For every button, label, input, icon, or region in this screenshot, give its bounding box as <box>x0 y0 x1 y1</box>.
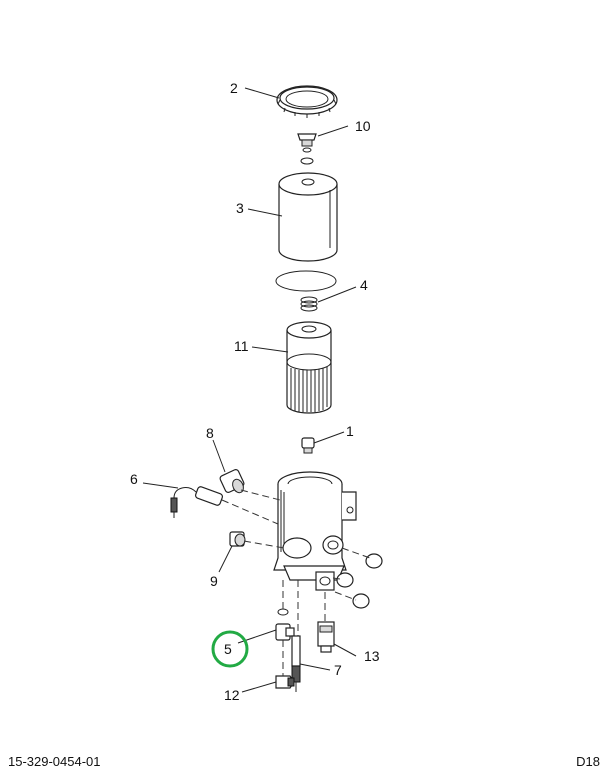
highlight-ring-callout-5 <box>211 630 249 668</box>
callout-10[interactable]: 10 <box>355 118 371 134</box>
document-number: 15-329-0454-01 <box>8 754 101 769</box>
part-4-seal-ring[interactable] <box>275 270 337 312</box>
part-11-filter-element[interactable] <box>286 321 332 414</box>
part-13-sensor[interactable] <box>317 621 335 653</box>
callout-2[interactable]: 2 <box>230 80 238 96</box>
part-12-connector[interactable] <box>275 675 295 689</box>
part-8-fitting[interactable] <box>219 469 245 495</box>
part-6-sensor-cable[interactable] <box>170 486 224 518</box>
callout-12[interactable]: 12 <box>224 687 240 703</box>
part-10-vent-plug[interactable] <box>297 133 317 165</box>
part-3-filter-canister[interactable] <box>278 172 338 262</box>
callout-5[interactable]: 5 <box>224 641 232 657</box>
housing-plugs <box>336 553 383 609</box>
part-7-heater-probe[interactable] <box>291 635 301 692</box>
sheet-id: D18 <box>576 754 600 769</box>
callout-4[interactable]: 4 <box>360 277 368 293</box>
filter-housing <box>273 471 357 591</box>
leader-lines <box>142 87 357 693</box>
callout-13[interactable]: 13 <box>364 648 380 664</box>
callout-8[interactable]: 8 <box>206 425 214 441</box>
callout-6[interactable]: 6 <box>130 471 138 487</box>
part-5-valve-fitting[interactable] <box>275 608 295 641</box>
part-1-check-valve[interactable] <box>301 437 315 454</box>
part-9-plug[interactable] <box>229 531 246 547</box>
callout-1[interactable]: 1 <box>346 423 354 439</box>
callout-11[interactable]: 11 <box>234 338 249 354</box>
callout-9[interactable]: 9 <box>210 573 218 589</box>
part-2-cap-ring[interactable] <box>276 85 338 118</box>
assembly-lines <box>221 489 371 676</box>
callout-3[interactable]: 3 <box>236 200 244 216</box>
callout-7[interactable]: 7 <box>334 662 342 678</box>
callout-labels: 2 10 3 4 11 1 8 6 9 5 7 13 12 <box>130 80 380 703</box>
